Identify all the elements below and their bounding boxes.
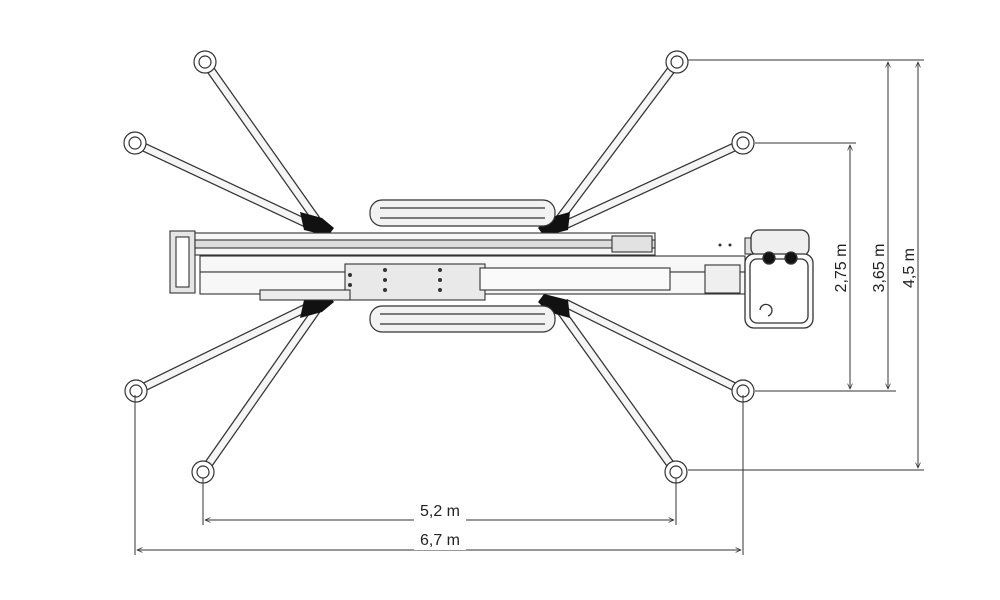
outrigger-lower-left-long	[191, 302, 324, 484]
boom-assembly	[169, 230, 756, 301]
outrigger-lower-right-short	[563, 298, 755, 403]
outrigger-upper-left-long	[193, 50, 322, 225]
boom-rivets	[348, 243, 732, 292]
label-height-large: 4,5 m	[901, 248, 918, 288]
label-outer-width: 6,7 m	[420, 532, 460, 549]
outrigger-lower-right-long	[551, 300, 688, 484]
outrigger-pivots	[300, 212, 570, 318]
work-basket	[744, 229, 814, 329]
outrigger-lower-left-short	[124, 300, 314, 403]
label-height-small: 2,75 m	[833, 244, 850, 293]
track-upper	[369, 199, 556, 227]
label-inner-width: 5,2 m	[420, 503, 460, 520]
track-lower	[369, 305, 556, 333]
label-height-mid: 3,65 m	[871, 244, 888, 293]
outriggers	[123, 50, 755, 484]
control-knob-left	[762, 251, 776, 265]
tracks	[369, 199, 556, 333]
outrigger-upper-right-short	[563, 131, 755, 230]
control-knob-right	[784, 251, 798, 265]
outrigger-upper-left-short	[123, 131, 312, 230]
dimension-labels: 5,2 m 6,7 m 2,75 m 3,65 m 4,5 m	[414, 244, 918, 550]
outrigger-upper-right-long	[551, 50, 689, 228]
